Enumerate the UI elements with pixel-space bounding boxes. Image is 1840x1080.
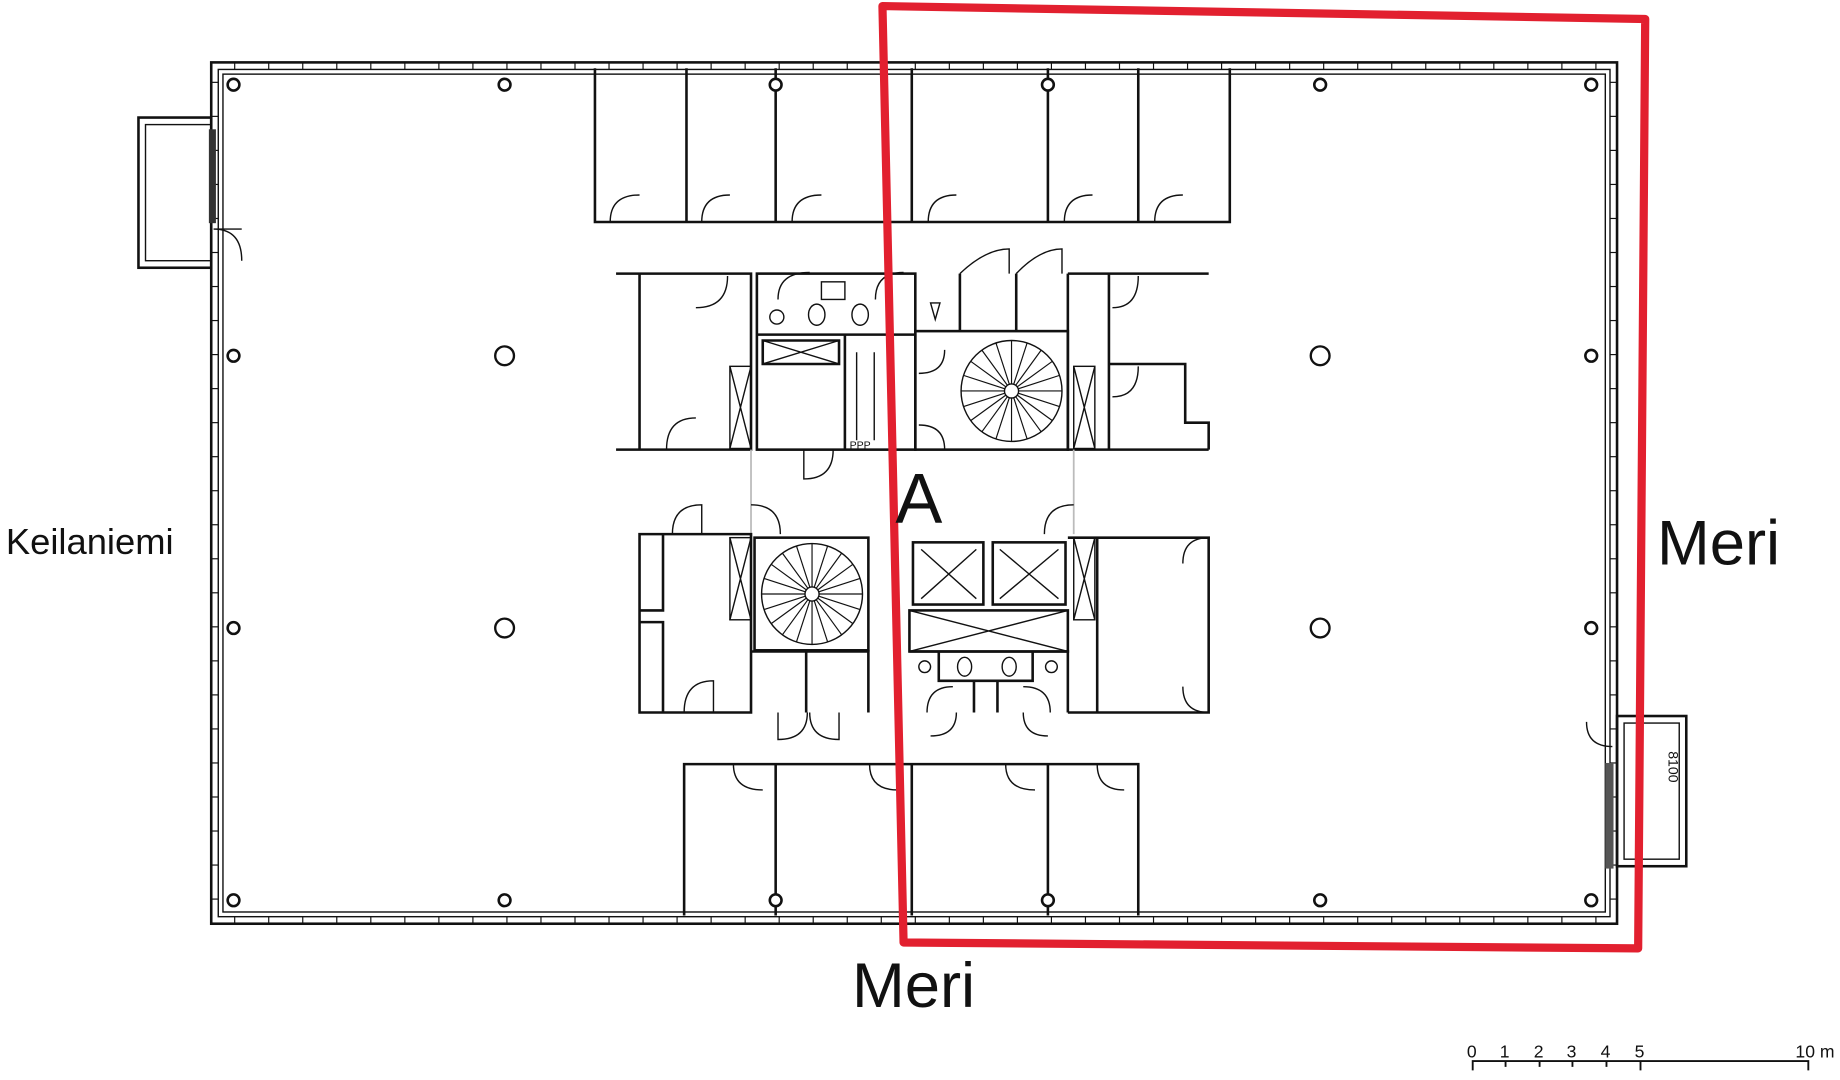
window-mullions: [211, 62, 1618, 924]
stair-tread: [981, 349, 1008, 386]
stair-tread: [1013, 397, 1028, 440]
stair-tread: [763, 595, 806, 611]
column: [1584, 620, 1599, 636]
south-offices: [682, 762, 1140, 916]
label-building-a: A: [895, 458, 942, 537]
label-east: Meri: [1657, 509, 1780, 579]
column: [497, 77, 512, 92]
stair-tread: [815, 599, 843, 636]
scale-tick-2: 2: [1534, 1042, 1544, 1062]
column: [1040, 77, 1056, 92]
stair-tread: [781, 599, 809, 636]
column: [497, 893, 512, 908]
column: [226, 893, 241, 908]
stair-tread: [981, 396, 1008, 433]
corridor-doors: [751, 504, 1074, 535]
stair-tread: [1016, 394, 1053, 422]
column: [226, 348, 241, 363]
column: [1584, 348, 1599, 363]
core-north: PPP: [616, 248, 1210, 480]
stair-tread: [781, 552, 809, 589]
stair-tread: [763, 577, 806, 593]
column: [494, 617, 516, 639]
core-south: [638, 504, 1210, 741]
column: [1309, 617, 1331, 639]
stair-tread: [795, 545, 811, 588]
scale-tick-1: 1: [1500, 1042, 1510, 1062]
column: [1040, 893, 1056, 908]
stair-tread: [970, 360, 1007, 388]
scale-bar: 0 1 2 3 4 5 10 m: [1467, 1042, 1835, 1071]
scale-tick-0: 0: [1467, 1042, 1477, 1062]
stair-tread: [1015, 396, 1042, 433]
stair-tread: [1016, 360, 1053, 388]
stair-tread: [817, 597, 854, 625]
exterior-walls: [209, 61, 1619, 926]
column: [1584, 77, 1599, 92]
stair-tread: [818, 595, 861, 611]
stair-tread: [815, 552, 843, 589]
spiral-stair-north: [961, 340, 1062, 442]
stair-tread: [970, 394, 1007, 422]
stair-tread: [963, 374, 1006, 390]
column: [768, 77, 783, 92]
east-balcony: 8100: [1585, 714, 1688, 869]
column: [226, 620, 241, 636]
stair-tread: [963, 392, 1006, 408]
column: [226, 77, 241, 92]
north-offices: [593, 68, 1232, 224]
stair-tread: [1018, 374, 1060, 390]
spiral-stair-south: [761, 543, 863, 645]
highlight-area: [878, 1, 1650, 953]
balcony-dimension: 8100: [1666, 751, 1682, 782]
scale-tick-5: 5: [1635, 1042, 1645, 1062]
room-tag: PPP: [850, 439, 871, 451]
west-balcony: [137, 116, 243, 270]
corridor-glass: [750, 449, 1075, 535]
stair-tread: [817, 563, 854, 591]
stair-tread: [995, 397, 1010, 440]
stair-tread: [1015, 349, 1042, 386]
stair-tread: [813, 600, 829, 643]
scale-tick-4: 4: [1601, 1042, 1611, 1062]
stair-tread: [818, 577, 861, 593]
stair-tread: [995, 342, 1010, 385]
column: [494, 345, 516, 367]
column: [1312, 77, 1328, 92]
stair-tread: [1018, 392, 1060, 408]
column: [1584, 893, 1599, 908]
column: [1309, 345, 1331, 367]
stair-tread: [1013, 342, 1028, 385]
scale-end-label: 10 m: [1795, 1042, 1834, 1062]
stair-tread: [813, 545, 829, 588]
stair-tread: [770, 597, 807, 625]
label-south: Meri: [852, 951, 975, 1021]
column: [768, 893, 783, 908]
label-west: Keilaniemi: [6, 521, 174, 562]
stair-tread: [795, 600, 811, 643]
column: [1312, 893, 1328, 908]
structural-columns: [226, 77, 1599, 908]
scale-tick-3: 3: [1567, 1042, 1577, 1062]
stair-tread: [770, 563, 807, 591]
